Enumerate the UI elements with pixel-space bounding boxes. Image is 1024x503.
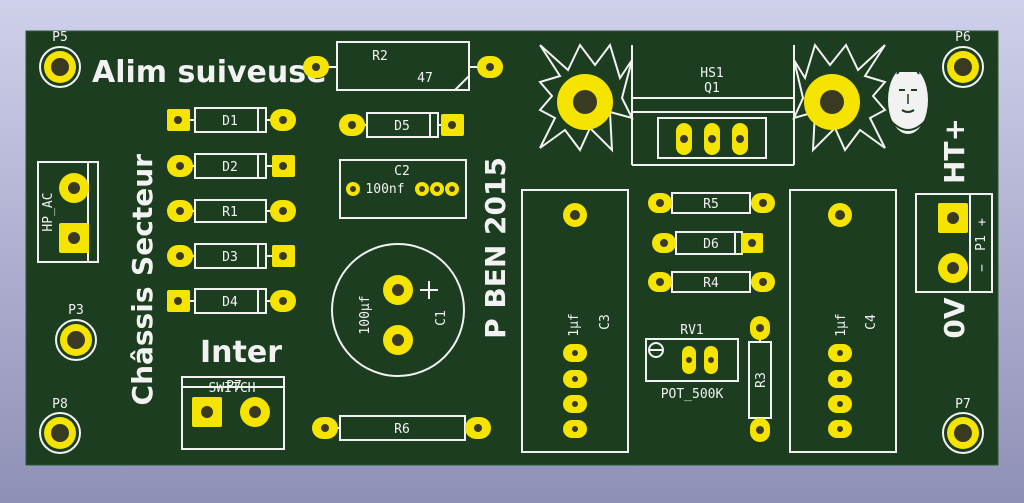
mounting-hole-p8[interactable]: P8 xyxy=(39,397,81,454)
c4-ref: C4 xyxy=(864,314,879,330)
r2-ref: R2 xyxy=(372,49,388,64)
resistor-r1[interactable]: R1 xyxy=(167,199,296,223)
hs1-ref: HS1 xyxy=(700,66,723,81)
p7-label: P7 xyxy=(955,397,971,412)
p1-minus: − xyxy=(975,264,990,272)
capacitor-c3[interactable]: 1µf C3 xyxy=(521,189,629,453)
secteur-label: Secteur xyxy=(126,154,159,276)
rv1-ref: RV1 xyxy=(680,323,703,338)
zero-v-label: 0V xyxy=(938,297,971,338)
inter-label: Inter xyxy=(200,335,282,370)
c1-value: 100µf xyxy=(358,295,373,334)
c4-value: 1µf xyxy=(834,313,849,336)
p1-plus: + xyxy=(978,215,986,230)
rv1-value: POT_500K xyxy=(661,387,724,402)
r2-value: 47 xyxy=(417,71,433,86)
r3-ref: R3 xyxy=(754,372,769,388)
resistor-r6[interactable]: R6 xyxy=(312,415,491,441)
d4-ref: D4 xyxy=(222,295,238,310)
diode-d2[interactable]: D2 xyxy=(167,153,295,179)
capacitor-c1[interactable]: 100µf C1 xyxy=(331,243,465,377)
resistor-r4[interactable]: R4 xyxy=(648,271,775,293)
mounting-hole-p3[interactable]: P3 xyxy=(55,303,97,361)
connector-p1[interactable]: P1 + − xyxy=(915,193,993,293)
mounting-hole-p5[interactable]: P5 xyxy=(39,30,81,88)
transistor-q1[interactable] xyxy=(657,117,767,159)
d3-ref: D3 xyxy=(222,250,238,265)
heatsink-hs1[interactable]: HS1 Q1 xyxy=(538,42,887,166)
hp-ac-label: HP_AC xyxy=(41,192,56,231)
r5-ref: R5 xyxy=(703,197,719,212)
switch-overlay-label: P7 xyxy=(226,379,242,394)
capacitor-c2[interactable]: C2 100nf xyxy=(339,159,467,219)
d2-ref: D2 xyxy=(222,160,238,175)
r4-ref: R4 xyxy=(703,276,719,291)
d6-ref: D6 xyxy=(703,237,719,252)
d5-ref: D5 xyxy=(394,119,410,134)
diode-d6[interactable]: D6 xyxy=(652,231,763,255)
r1-ref: R1 xyxy=(222,205,238,220)
mounting-hole-p6[interactable]: P6 xyxy=(942,30,984,88)
c1-ref: C1 xyxy=(434,310,449,326)
diode-d4[interactable]: D4 xyxy=(167,288,296,314)
c3-ref: C3 xyxy=(598,314,613,330)
c2-ref: C2 xyxy=(394,164,410,179)
c3-value: 1µf xyxy=(567,313,582,336)
switch-label: SWITCH xyxy=(209,381,256,396)
q1-ref: Q1 xyxy=(704,81,720,96)
p5-label: P5 xyxy=(52,30,68,45)
ht-plus-label: HT+ xyxy=(938,118,971,184)
resistor-r3[interactable]: R3 xyxy=(748,316,772,442)
connector-hp-ac[interactable]: HP_AC xyxy=(37,161,99,263)
board-title: Alim suiveuse xyxy=(92,55,326,90)
switch-connector[interactable]: SWITCH P7 xyxy=(181,376,285,450)
diode-d5[interactable]: D5 xyxy=(339,112,464,138)
p8-label: P8 xyxy=(52,397,68,412)
diode-d3[interactable]: D3 xyxy=(167,243,295,269)
capacitor-c4[interactable]: 1µf C4 xyxy=(789,189,897,453)
c2-value: 100nf xyxy=(365,182,404,197)
author-year-label: P BEN 2015 xyxy=(479,157,512,339)
p1-label: P1 xyxy=(974,235,989,251)
chassis-label: Châssis xyxy=(126,287,159,406)
d1-ref: D1 xyxy=(222,114,238,129)
potentiometer-rv1[interactable]: RV1 POT_500K xyxy=(645,323,739,402)
resistor-r2[interactable]: R2 47 xyxy=(303,41,503,91)
buddha-logo xyxy=(888,61,928,134)
diode-d1[interactable]: D1 xyxy=(167,107,296,133)
p3-label: P3 xyxy=(68,303,84,318)
p6-label: P6 xyxy=(955,30,971,45)
r6-ref: R6 xyxy=(394,422,410,437)
mounting-hole-p7[interactable]: P7 xyxy=(942,397,984,454)
resistor-r5[interactable]: R5 xyxy=(648,192,775,214)
